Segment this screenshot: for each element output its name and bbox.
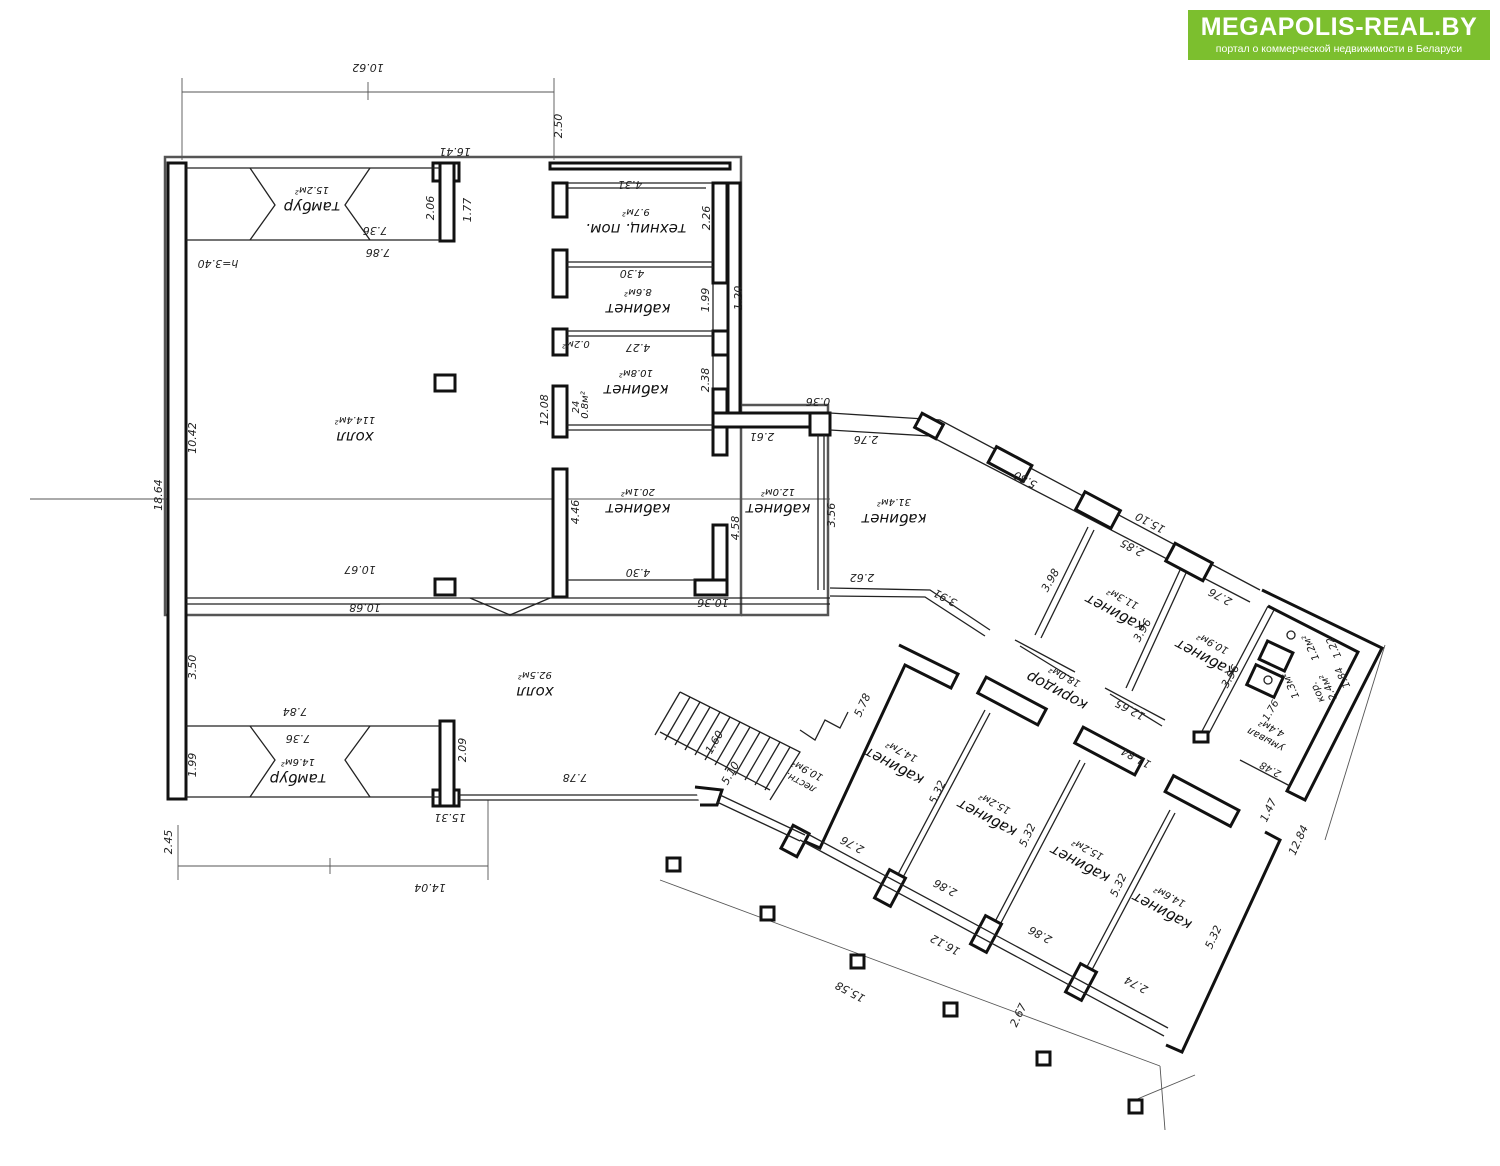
window-marks — [249, 167, 551, 798]
room-area-small-08: 0.8м² — [580, 391, 591, 418]
room-area-tambur-top: 15.2м² — [295, 184, 329, 195]
dim-10-42: 10.42 — [186, 422, 199, 454]
room-area-tambur-bot: 14.6м² — [281, 756, 315, 767]
dim-16-12: 16.12 — [928, 931, 962, 957]
dim-1-99a: 1.99 — [699, 288, 712, 313]
dim-3-50: 3.50 — [186, 655, 199, 680]
dim-3-91: 3.91 — [931, 586, 959, 609]
dim-2-50: 2.50 — [552, 114, 565, 139]
dim-15-31: 15.31 — [434, 811, 466, 824]
dim-18-64: 18.64 — [152, 479, 165, 511]
dim-2-09: 2.09 — [456, 738, 469, 763]
room-area-wc1: 1.2м² — [1301, 633, 1323, 663]
dim-12-65: 12.65 — [1113, 696, 1147, 722]
room-area-cab-86: 8.6м² — [624, 286, 651, 297]
dim-2-48: 2.48 — [1258, 759, 1283, 779]
dim-2-67: 2.67 — [1007, 1001, 1029, 1029]
dim-10-36: 10.36 — [697, 596, 729, 609]
stairs — [654, 691, 849, 801]
walls-main-block — [166, 161, 832, 808]
dim-4-46: 4.46 — [569, 500, 582, 525]
dim-7-84: 7.84 — [283, 705, 308, 718]
dim-3-56: 3.56 — [825, 503, 838, 528]
dim-5-32a: 5.32 — [926, 778, 948, 806]
dim-10-67: 10.67 — [344, 563, 376, 576]
dim-4-27: 4.27 — [626, 341, 651, 354]
room-area-wc2: 1.3м² — [1281, 671, 1303, 701]
dim-1-47: 1.47 — [1257, 796, 1279, 824]
dim-2-26: 2.26 — [700, 206, 713, 231]
room-name-cab-201: кабинет — [604, 500, 670, 518]
dim-7-86: 7.86 — [366, 246, 391, 259]
dim-2-86a: 2.86 — [931, 876, 959, 899]
dim-12-08: 12.08 — [538, 394, 551, 426]
dim-2-62: 2.62 — [850, 571, 875, 584]
dimension-lines — [30, 78, 1386, 1131]
dim-h-3-40: h=3.40 — [198, 257, 239, 270]
dim-0-2: 0.2м² — [562, 338, 589, 349]
dim-1-99b: 1.99 — [186, 753, 199, 778]
room-area-cab-314: 31.4м² — [877, 496, 911, 507]
dim-15-58: 15.58 — [833, 978, 867, 1004]
dim-4-31: 4.31 — [618, 178, 643, 191]
dim-10-62: 10.62 — [352, 61, 384, 74]
site-logo[interactable]: MEGAPOLIS-REAL.BY портал о коммерческой … — [1188, 10, 1490, 60]
room-name-hall-925: холл — [516, 683, 555, 701]
room-name-tech: техниц. пом. — [585, 220, 686, 238]
dim-2-74: 2.74 — [1122, 973, 1150, 996]
dim-24: 24 — [571, 401, 582, 414]
dim-4-30a: 4.30 — [620, 267, 645, 280]
room-area-cab-108: 10.8м² — [619, 367, 653, 378]
dim-7-78: 7.78 — [563, 771, 588, 784]
room-name-cab-108: кабинет — [602, 381, 668, 399]
outdoor-columns — [665, 856, 1144, 1115]
dim-4-30b: 4.30 — [626, 566, 651, 579]
dim-4-58: 4.58 — [729, 516, 742, 541]
dim-7-36a: 7.36 — [363, 224, 388, 237]
dim-1-20: 1.20 — [732, 286, 745, 311]
dim-2-06: 2.06 — [424, 196, 437, 221]
dim-12-84: 12.84 — [1286, 823, 1311, 857]
room-area-hall-114: 114.4м² — [335, 414, 375, 425]
room-area-tech: 9.7м² — [622, 206, 649, 217]
room-area-cab-120: 12.0м² — [761, 486, 795, 497]
dim-2-61: 2.61 — [750, 430, 775, 443]
logo-title: MEGAPOLIS-REAL.BY — [1200, 13, 1478, 41]
room-name-hall-114: холл — [336, 428, 375, 446]
room-name-cab-86: кабинет — [604, 300, 670, 318]
room-area-hall-925: 92.5м² — [518, 669, 552, 680]
dim-3-98: 3.98 — [1039, 566, 1063, 594]
room-name-cab-314: кабинет — [860, 510, 926, 528]
dim-10-68: 10.68 — [349, 601, 381, 614]
room-name-tambur-bot: тамбур — [270, 770, 327, 788]
dim-2-76a: 2.76 — [854, 433, 879, 446]
dim-16-41: 16.41 — [439, 145, 471, 158]
room-area-cab-201: 20.1м² — [621, 486, 655, 497]
logo-subtitle: портал о коммерческой недвижимости в Бел… — [1215, 43, 1463, 55]
dim-14-04: 14.04 — [414, 881, 446, 894]
room-name-cab-120: кабинет — [744, 500, 810, 518]
dim-2-76b: 2.76 — [1206, 585, 1234, 608]
dim-7-36b: 7.36 — [286, 732, 311, 745]
dim-2-45: 2.45 — [162, 830, 175, 855]
room-name-tambur-top: тамбур — [284, 198, 341, 216]
dim-2-38: 2.38 — [699, 368, 712, 393]
walls-angled-wing — [694, 411, 1385, 1054]
dim-1-77: 1.77 — [461, 198, 474, 223]
dim-0-36: 0.36 — [806, 395, 831, 408]
dim-1-76: 1.76 — [1261, 698, 1282, 723]
section-outline-ext — [741, 403, 830, 617]
dim-2-86b: 2.86 — [1026, 923, 1054, 946]
dim-2-85: 2.85 — [1118, 536, 1146, 559]
